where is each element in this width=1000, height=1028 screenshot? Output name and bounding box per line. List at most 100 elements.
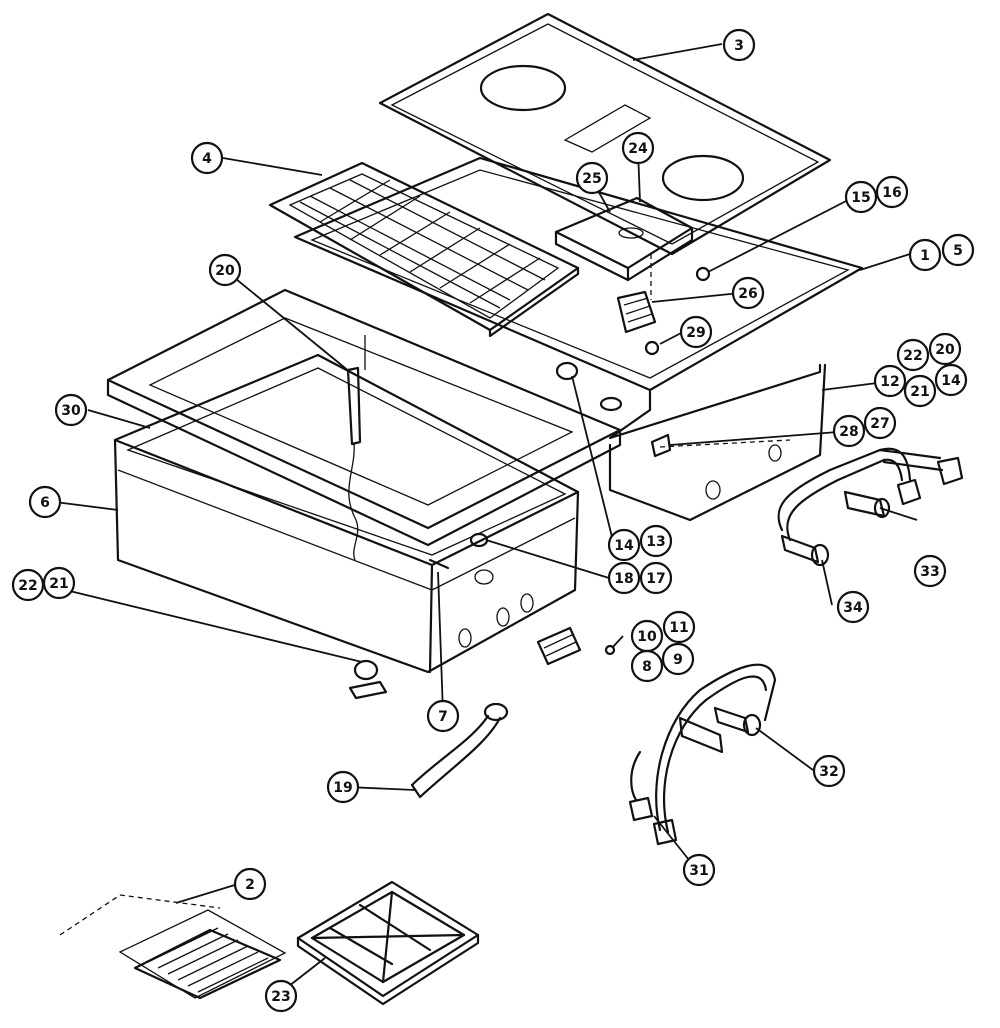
callout-circle: [662, 610, 696, 644]
callout-22: 22: [11, 568, 45, 602]
callout-number: 9: [673, 652, 683, 668]
callout-22: 22: [896, 338, 930, 372]
callout-number: 2: [245, 877, 255, 893]
callout-number: 28: [839, 424, 858, 440]
callout-33: 33: [913, 554, 947, 588]
callout-number: 7: [438, 709, 448, 725]
callout-2: 2: [233, 867, 267, 901]
callout-circle: [908, 238, 942, 272]
callout-30: 30: [54, 393, 88, 427]
callout-circle: [575, 161, 609, 195]
callout-circle: [264, 979, 298, 1013]
callout-number: 34: [843, 600, 863, 616]
callout-circle: [731, 276, 765, 310]
callout-circle: [896, 338, 930, 372]
mounting-post: [555, 361, 623, 412]
callout-number: 22: [903, 348, 922, 364]
igniter-probe: [346, 335, 366, 561]
callout-circle: [844, 180, 878, 214]
frame-gasket: [106, 288, 622, 547]
infinite-switch: [616, 266, 711, 356]
callout-25: 25: [575, 161, 609, 195]
callout-circle: [934, 363, 968, 397]
callout-number: 22: [18, 578, 37, 594]
orifice-nut: [348, 659, 388, 700]
vent-grille: [59, 894, 287, 1000]
callout-number: 18: [614, 571, 633, 587]
callout-9: 9: [661, 642, 695, 676]
callout-circle: [639, 524, 673, 558]
callout-21: 21: [903, 374, 937, 408]
cooktop-main-frame: [293, 156, 864, 440]
callout-circle: [639, 561, 673, 595]
callout-number: 16: [882, 185, 901, 201]
callout-circle: [875, 175, 909, 209]
callout-number: 24: [628, 141, 648, 157]
callout-circle: [607, 528, 641, 562]
callout-circle: [190, 141, 224, 175]
callout-circle: [679, 315, 713, 349]
callout-number: 17: [646, 571, 665, 587]
callout-number: 14: [941, 373, 961, 389]
callout-number: 20: [935, 342, 955, 358]
control-module: [554, 196, 694, 300]
callout-circle: [630, 649, 664, 683]
callout-circle: [682, 853, 716, 887]
burner-grate: [296, 880, 480, 1006]
callout-number: 6: [40, 495, 50, 511]
callout-circle: [941, 233, 975, 267]
callout-16: 16: [875, 175, 909, 209]
callout-8: 8: [630, 649, 664, 683]
callout-circle: [233, 867, 267, 901]
callout-21: 21: [42, 566, 76, 600]
callout-32: 32: [812, 754, 846, 788]
callout-number: 29: [686, 325, 705, 341]
burner-tube-assembly-rear: [777, 447, 964, 567]
callout-circle: [903, 374, 937, 408]
callout-number: 33: [920, 564, 939, 580]
callout-18: 18: [607, 561, 641, 595]
callout-7: 7: [426, 699, 460, 733]
callout-number: 3: [734, 38, 744, 54]
callout-number: 12: [880, 374, 899, 390]
cooktop-top-panel: [378, 12, 832, 256]
callout-circle: [832, 414, 866, 448]
callout-circle: [913, 554, 947, 588]
callout-circle: [661, 642, 695, 676]
callout-4: 4: [190, 141, 224, 175]
leader-lines: [44, 43, 918, 994]
callout-circle: [928, 332, 962, 366]
callout-3: 3: [722, 28, 756, 62]
callout-number: 14: [614, 538, 634, 554]
callout-5: 5: [941, 233, 975, 267]
callout-number: 26: [738, 286, 757, 302]
callout-11: 11: [662, 610, 696, 644]
callout-13: 13: [639, 524, 673, 558]
callout-14: 14: [607, 528, 641, 562]
callout-number: 21: [49, 576, 68, 592]
callout-circle: [208, 253, 242, 287]
callout-14: 14: [934, 363, 968, 397]
callout-20: 20: [928, 332, 962, 366]
callout-number: 31: [689, 863, 708, 879]
callout-1: 1: [908, 238, 942, 272]
callout-31: 31: [682, 853, 716, 887]
callout-19: 19: [326, 770, 360, 804]
spring-clip: [536, 626, 616, 666]
callout-number: 15: [851, 190, 870, 206]
callout-number: 23: [271, 989, 290, 1005]
callout-number: 4: [202, 151, 212, 167]
callout-27: 27: [863, 406, 897, 440]
callout-circle: [28, 485, 62, 519]
callout-circle: [607, 561, 641, 595]
callout-28: 28: [832, 414, 866, 448]
callout-number: 25: [582, 171, 601, 187]
burner-box: [113, 353, 580, 674]
callout-circle: [863, 406, 897, 440]
callout-circle: [11, 568, 45, 602]
callout-23: 23: [264, 979, 298, 1013]
callout-circle: [722, 28, 756, 62]
callout-circle: [426, 699, 460, 733]
callout-number: 19: [333, 780, 352, 796]
